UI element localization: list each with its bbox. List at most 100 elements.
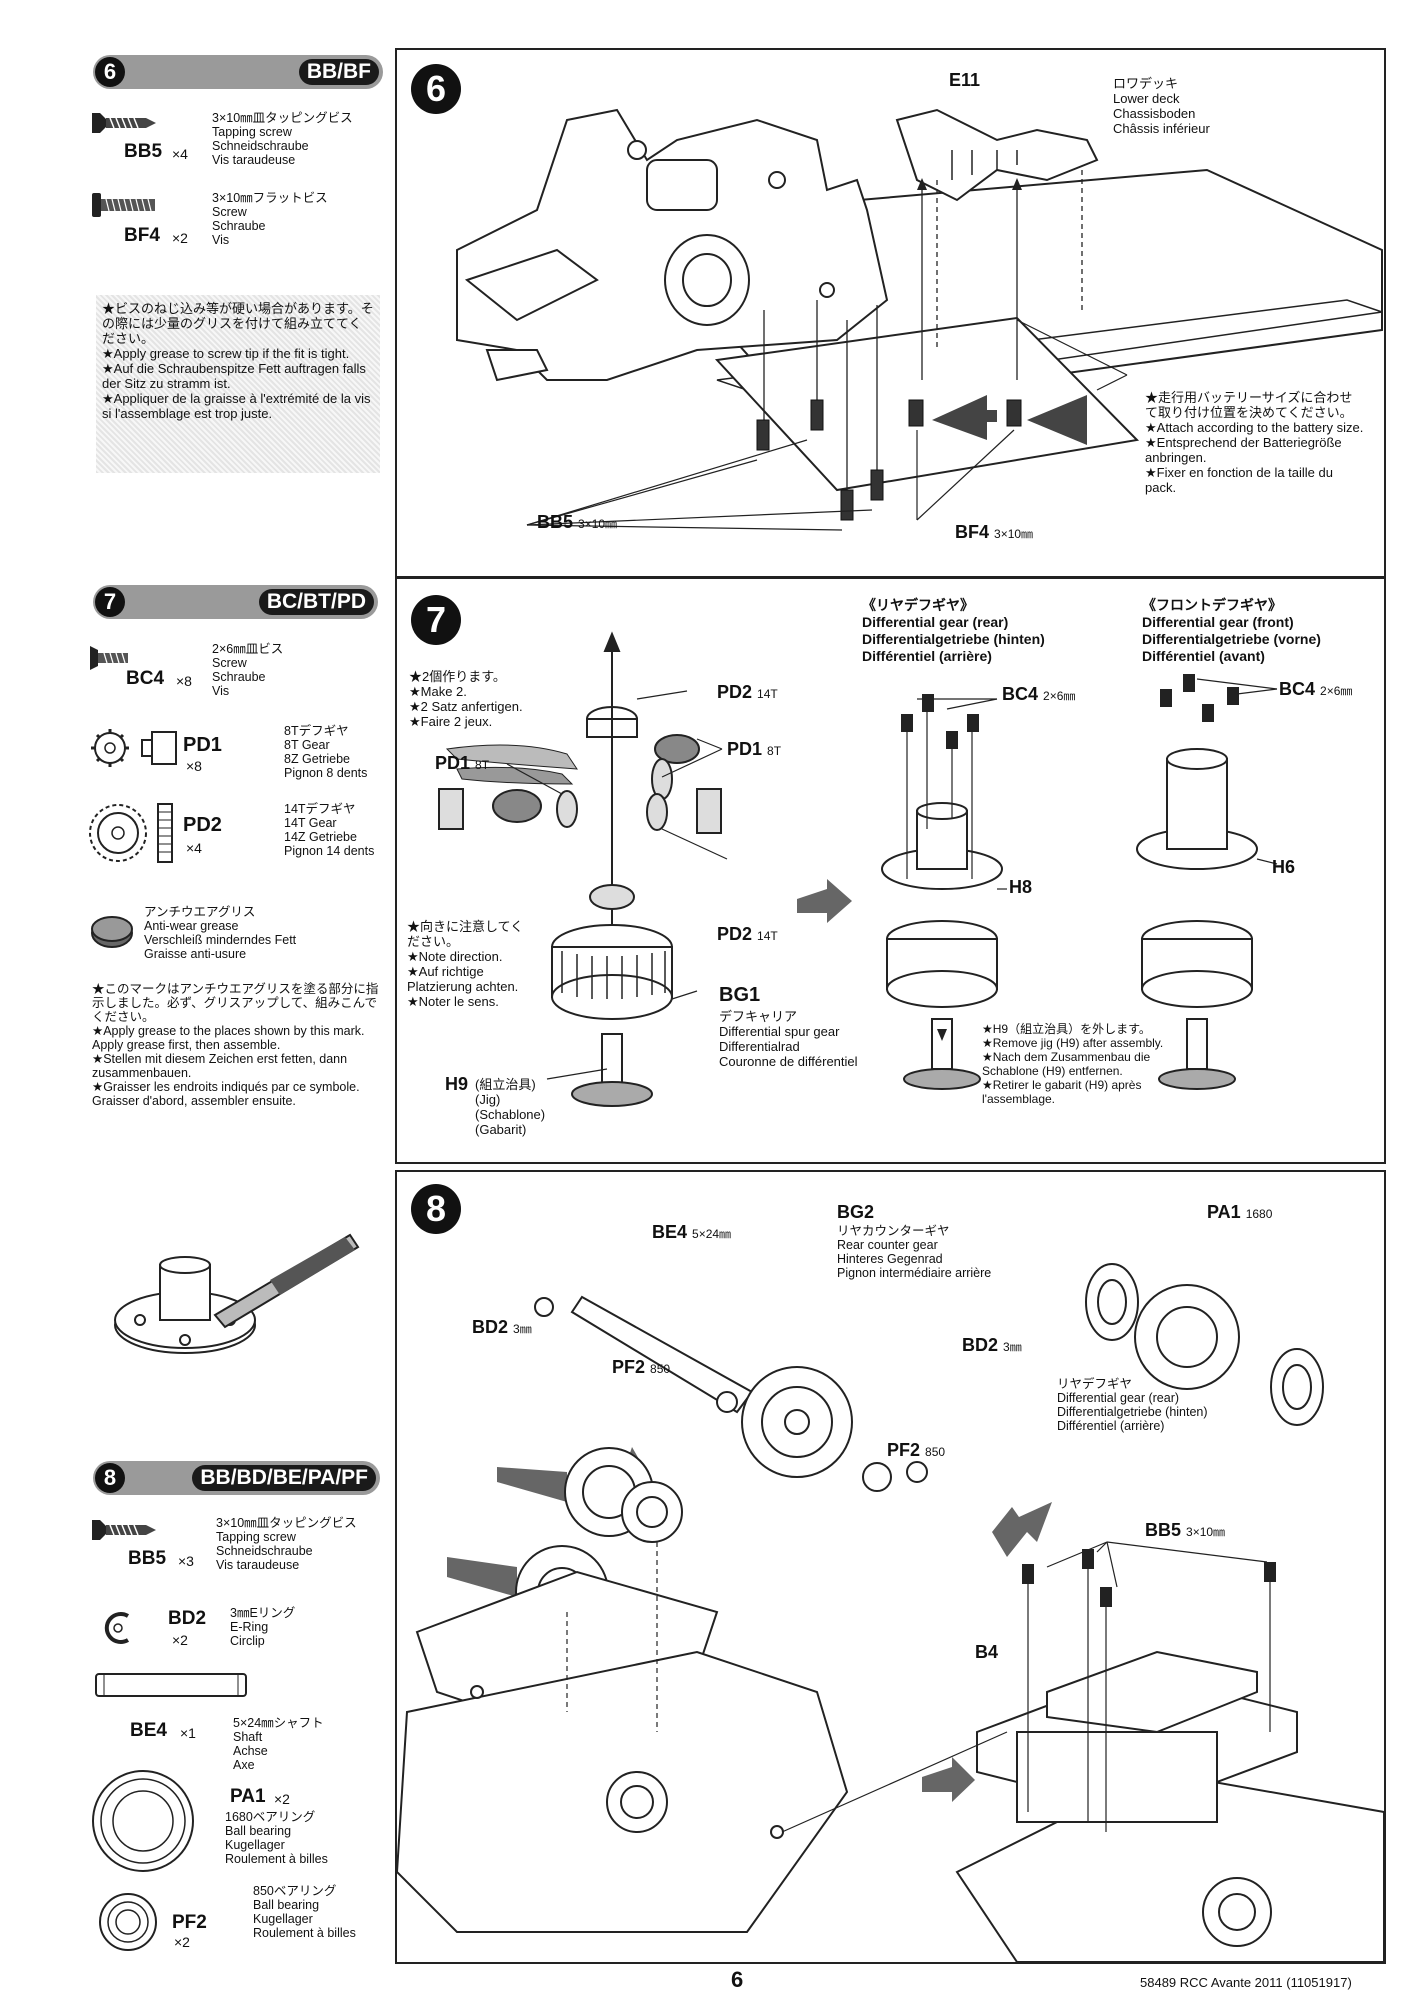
part-id: PA1 [1207, 1202, 1241, 1222]
part-qty: ×2 [174, 1934, 190, 1950]
part-pa1: PA1 ×2 1680ベアリング Ball bearing Kugellager… [88, 1766, 398, 1876]
part-size: 3×10㎜ [994, 527, 1034, 541]
gearbox-illustration [395, 1263, 1385, 1963]
part-qty: ×8 [186, 758, 202, 774]
label-bf4: BF4 3×10㎜ [955, 522, 1033, 543]
part-size: 3×10㎜ [1186, 1525, 1226, 1539]
part-list-step7: BC4 ×8 2×6㎜皿ビス Screw Schraube Vis PD1 ×8… [88, 640, 388, 880]
label-e11: E11 [949, 70, 981, 90]
part-desc: 3×10㎜皿タッピングビス Tapping screw Schneidschra… [212, 111, 353, 167]
grease-mark-note: ★このマークはアンチウエアグリスを塗る部分に指示しました。必ず、グリスアップして… [92, 982, 379, 1108]
part-desc: 3×10㎜フラットビス Screw Schraube Vis [212, 191, 328, 247]
part-qty: ×3 [178, 1553, 194, 1569]
part-desc: 5×24㎜シャフト Shaft Achse Axe [233, 1716, 324, 1772]
label-bd2-left: BD2 3㎜ [472, 1317, 532, 1338]
14t-gear-icon [89, 803, 173, 863]
anti-wear-grease-legend: アンチウエアグリス Anti-wear grease Verschleiß mi… [90, 905, 390, 965]
part-id: BB5 [537, 512, 574, 532]
part-size: 1680 [1245, 1207, 1273, 1221]
step-number: 6 [95, 57, 125, 87]
grease-icon [91, 916, 133, 948]
part-id: PD2 [717, 924, 753, 944]
remove-jig-note: ★H9（組立治具）を外します。 ★Remove jig (H9) after a… [982, 1022, 1164, 1106]
bg2-desc: リヤカウンターギヤ Rear counter gear Hinteres Geg… [837, 1224, 992, 1280]
step-8-header: 8 BB/BD/BE/PA/PF [93, 1461, 380, 1495]
part-size: 2×6㎜ [1043, 689, 1076, 703]
part-id: PF2 [887, 1440, 921, 1460]
label-pd1-left: PD1 8T [435, 753, 489, 774]
document-id: 58489 RCC Avante 2011 (11051917) [1140, 1975, 1352, 1990]
part-bc4: BC4 ×8 2×6㎜皿ビス Screw Schraube Vis [88, 640, 388, 698]
label-h9: H9 [445, 1074, 468, 1095]
step-6-header: 6 BB/BF [93, 55, 383, 89]
part-bb5: BB5 ×3 3×10㎜皿タッピングビス Tapping screw Schne… [88, 1512, 398, 1572]
grease-desc: アンチウエアグリス Anti-wear grease Verschleiß mi… [144, 905, 297, 961]
part-id: PF2 [612, 1357, 646, 1377]
part-size: 3×10㎜ [578, 517, 618, 531]
chassis-illustration [456, 108, 1383, 531]
label-bg2: BG2 [837, 1202, 875, 1222]
step-7-header: 7 BC/BT/PD [93, 585, 378, 619]
label-bc4-rear: BC4 2×6㎜ [1002, 684, 1075, 705]
label-pd2-top: PD2 14T [717, 682, 778, 703]
part-size: 8T [767, 744, 782, 758]
part-id: PF2 [172, 1912, 207, 1933]
note-direction: ★向きに注意してください。 ★Note direction. ★Auf rich… [407, 919, 524, 1009]
part-qty: ×4 [186, 840, 202, 856]
part-id: PA1 [230, 1786, 266, 1807]
part-size: 850 [650, 1362, 671, 1376]
label-h6: H6 [1272, 857, 1296, 877]
part-pd1: PD1 ×8 8Tデフギヤ 8T Gear 8Z Getriebe Pignon… [88, 724, 388, 784]
part-qty: ×2 [172, 1632, 188, 1648]
label-be4: BE4 5×24㎜ [652, 1222, 731, 1243]
step-7-panel: 7 ★2個作ります。 ★Make 2. ★2 Satz anfertigen. … [395, 577, 1386, 1164]
part-size: 3㎜ [1003, 1340, 1022, 1354]
part-pd2: PD2 ×4 14Tデフギヤ 14T Gear 14Z Getriebe Pig… [88, 800, 388, 870]
part-bf4: BF4 ×2 3×10㎜フラットビス Screw Schraube Vis [88, 191, 388, 251]
part-qty: ×4 [172, 146, 188, 162]
part-id: BB5 [124, 141, 163, 162]
part-id: H9 [445, 1074, 469, 1094]
step-6-panel: 6 [395, 48, 1386, 578]
step-number-badge: 7 [411, 595, 461, 645]
part-id: BB5 [1145, 1520, 1182, 1540]
part-id: BD2 [168, 1608, 207, 1629]
part-size: 5×24㎜ [692, 1227, 732, 1241]
part-qty: ×8 [176, 673, 192, 689]
battery-size-note: ★走行用バッテリーサイズに合わせて取り付け位置を決めてください。 ★Attach… [1145, 390, 1364, 495]
step-number-badge: 8 [411, 1184, 461, 1234]
rear-diff-desc: リヤデフギヤ Differential gear (rear) Differen… [1057, 1377, 1208, 1433]
part-desc: 14Tデフギヤ 14T Gear 14Z Getriebe Pignon 14 … [284, 802, 375, 858]
part-size: 2×6㎜ [1320, 684, 1353, 698]
step-number-badge: 6 [411, 64, 461, 114]
label-bc4-front: BC4 2×6㎜ [1279, 679, 1352, 700]
label-h8: H8 [1009, 877, 1033, 897]
bg1-desc: デフキャリア Differential spur gear Differenti… [719, 1009, 858, 1069]
part-id: PD1 [183, 734, 222, 756]
part-id: PD1 [435, 753, 471, 773]
part-qty: ×2 [274, 1791, 290, 1807]
label-pf2-left: PF2 850 [612, 1357, 670, 1378]
grease-screw-note: ★ビスのねじ込み等が硬い場合があります。その際には少量のグリスを付けて組み立てて… [96, 295, 380, 473]
label-pd1-right: PD1 8T [727, 739, 781, 760]
part-bag-code: BC/BT/PD [258, 589, 374, 615]
part-id: BD2 [962, 1335, 999, 1355]
h9-desc: (組立治具) (Jig) (Schablone) (Gabarit) [475, 1077, 546, 1137]
countersunk-screw-icon [90, 646, 128, 670]
label-pf2-right: PF2 850 [887, 1440, 945, 1461]
label-bd2-right: BD2 3㎜ [962, 1335, 1022, 1356]
label-b4: B4 [975, 1642, 999, 1662]
differential-illustration [438, 631, 1278, 1107]
part-pf2: PF2 ×2 850ベアリング Ball bearing Kugellager … [88, 1884, 398, 1954]
part-bd2: BD2 ×2 3㎜Eリング E-Ring Circlip [88, 1606, 398, 1656]
make-two-note: ★2個作ります。 ★Make 2. ★2 Satz anfertigen. ★F… [409, 669, 523, 729]
tapping-screw-icon [92, 113, 156, 133]
part-id: BF4 [124, 225, 160, 246]
part-id: PD1 [727, 739, 763, 759]
step-number: 7 [95, 587, 125, 617]
bearing-850-icon [99, 1893, 157, 1951]
part-id: PD2 [183, 814, 222, 836]
label-bg1: BG1 [719, 984, 761, 1006]
part-bag-code: BB/BD/BE/PA/PF [192, 1465, 376, 1491]
flat-screw-icon [92, 193, 155, 217]
